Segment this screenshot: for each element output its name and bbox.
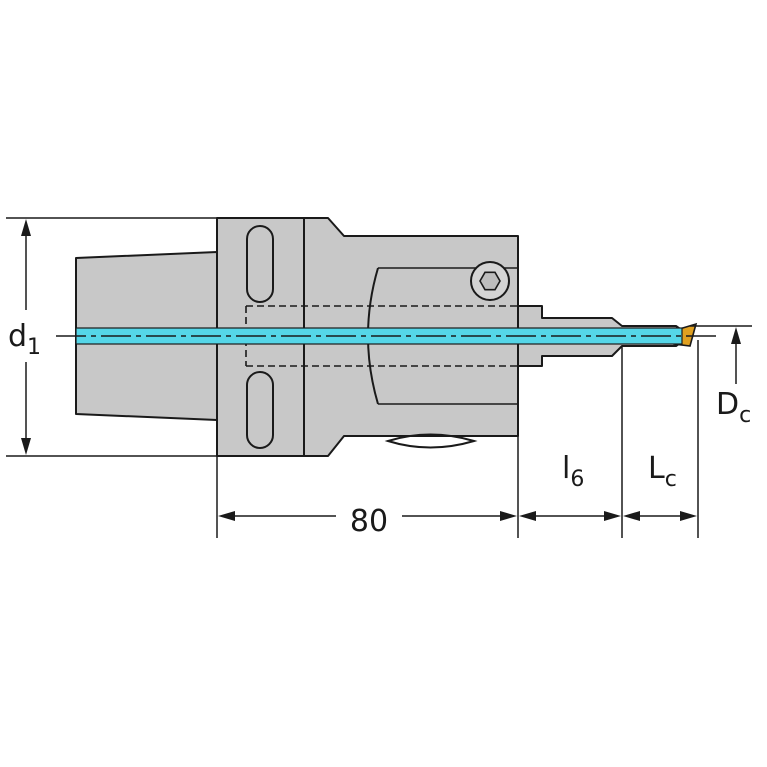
drive-slot-top (246, 225, 274, 303)
length-80-label: 80 (350, 504, 388, 539)
tool-holder (56, 217, 720, 457)
svg-text:d1: d1 (8, 319, 41, 360)
dimension-d1: d1 (6, 217, 217, 457)
svg-text:Lc: Lc (648, 451, 677, 492)
dimension-dc: Dc (690, 325, 752, 428)
d1-subscript: 1 (27, 335, 41, 360)
lc-subscript: c (665, 467, 677, 492)
lc-label: L (648, 451, 665, 486)
d1-label: d (8, 319, 27, 354)
dimension-l6: l6 (519, 451, 621, 521)
dc-label: D (716, 387, 739, 422)
extension-lines (216, 340, 699, 538)
l6-label: l (562, 451, 570, 486)
hex-socket-icon (479, 271, 501, 291)
set-screw (470, 261, 510, 301)
svg-text:Dc: Dc (716, 387, 751, 428)
dimension-80: 80 (218, 504, 517, 539)
svg-text:l6: l6 (562, 451, 584, 492)
dimension-lc: Lc (623, 451, 697, 521)
drive-slot-bottom (246, 371, 274, 449)
hidden-bore-outline (245, 305, 518, 367)
dc-subscript: c (739, 403, 751, 428)
l6-subscript: 6 (570, 467, 584, 492)
bottom-lens (384, 433, 478, 449)
